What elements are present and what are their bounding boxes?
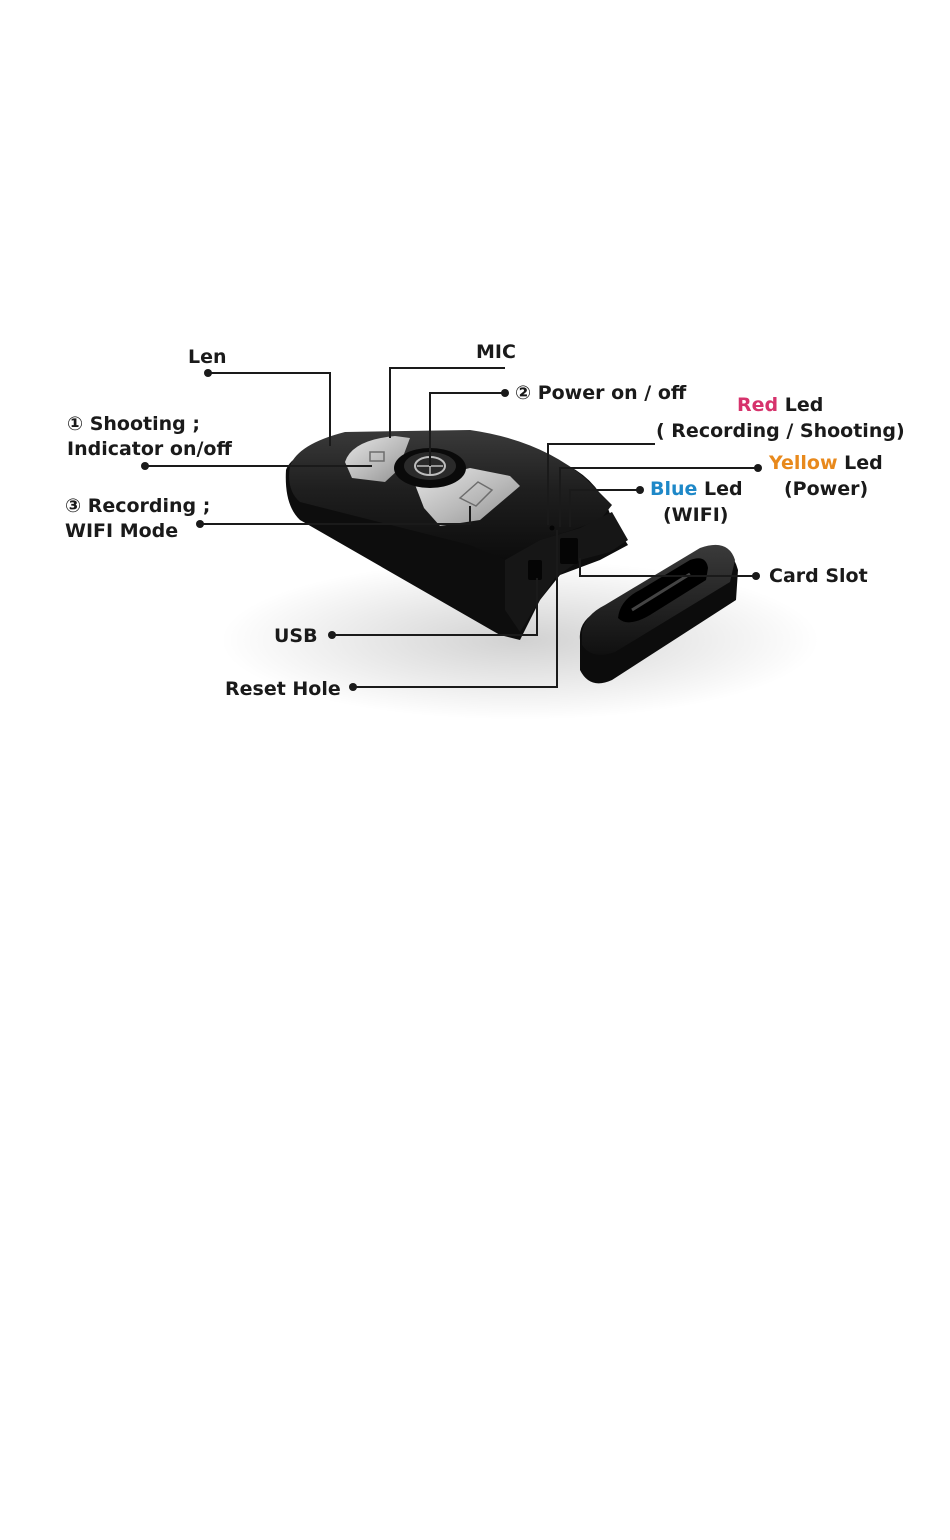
card-slot-opening [560,538,578,564]
label-blue-led: Blue Led [650,478,743,500]
label-recording-line2: WIFI Mode [65,520,178,542]
label-usb: USB [274,625,318,647]
label-yellow-led-desc: (Power) [784,478,868,500]
label-blue-led-desc: (WIFI) [663,504,728,526]
blue-led-word: Led [697,478,742,500]
red-led-color-word: Red [737,394,778,416]
label-yellow-led: Yellow Led [768,452,883,474]
label-shooting-line2: Indicator on/off [67,438,232,460]
label-red-led: Red Led [737,394,823,416]
label-reset-hole: Reset Hole [225,678,341,700]
label-red-led-desc: ( Recording / Shooting) [656,420,905,442]
usb-port [528,560,542,580]
label-mic: MIC [476,341,516,363]
red-led-word: Led [778,394,823,416]
label-recording-line1: ③ Recording ; [65,495,210,517]
label-power: ② Power on / off [515,382,687,404]
yellow-led-color-word: Yellow [768,452,838,474]
blue-led-color-word: Blue [650,478,697,500]
label-shooting-line1: ① Shooting ; [67,413,200,435]
label-card-slot: Card Slot [769,565,868,587]
yellow-led-word: Led [838,452,883,474]
label-len: Len [188,346,227,368]
